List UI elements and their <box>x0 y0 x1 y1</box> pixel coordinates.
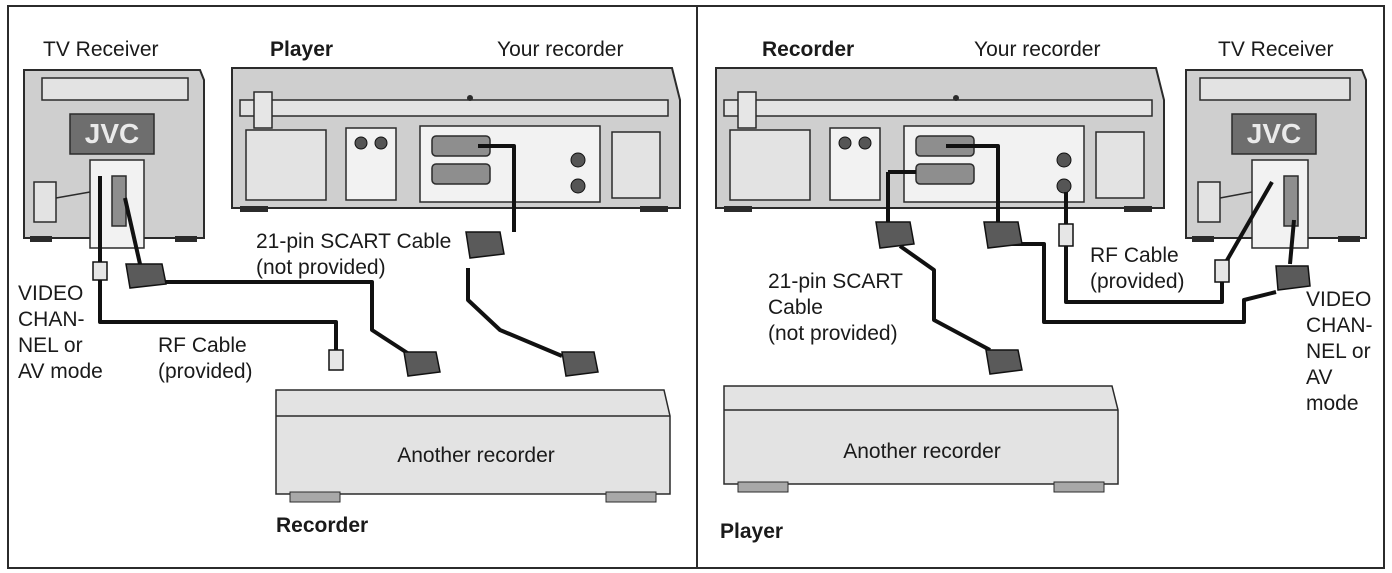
right-video-label-line4: AV <box>1306 366 1332 389</box>
right-another-recorder-label: Another recorder <box>843 440 1001 463</box>
left-scart-label-line1: 21-pin SCART Cable <box>256 230 451 253</box>
right-video-label-line1: VIDEO <box>1306 288 1371 311</box>
right-panel: JVC <box>715 38 1373 543</box>
left-panel: JVC <box>18 38 681 537</box>
left-rf-label-line2: (provided) <box>158 360 253 383</box>
left-rf-label-line1: RF Cable <box>158 334 247 357</box>
right-cables <box>875 144 1311 375</box>
right-another-recorder <box>723 385 1119 493</box>
left-scart-label-line2: (not provided) <box>256 256 386 279</box>
right-scart-label-line1: 21-pin SCART <box>768 270 903 293</box>
left-cables <box>92 144 599 377</box>
left-your-recorder <box>231 67 681 212</box>
right-player-label: Player <box>720 520 783 543</box>
right-recorder-label: Recorder <box>762 38 854 61</box>
left-another-recorder-label: Another recorder <box>397 444 555 467</box>
right-rf-label-line2: (provided) <box>1090 270 1185 293</box>
left-your-recorder-label: Your recorder <box>497 38 623 61</box>
left-video-label-line4: AV mode <box>18 360 103 383</box>
left-recorder-label: Recorder <box>276 514 368 537</box>
right-tv-receiver-label: TV Receiver <box>1218 38 1334 61</box>
right-your-recorder-label: Your recorder <box>974 38 1100 61</box>
left-video-label-line1: VIDEO <box>18 282 83 305</box>
right-rf-label-line1: RF Cable <box>1090 244 1179 267</box>
left-tv-brand: JVC <box>85 118 139 149</box>
right-video-label-line2: CHAN- <box>1306 314 1373 337</box>
left-another-recorder <box>275 389 671 503</box>
left-tv-receiver: JVC <box>23 69 205 249</box>
left-tv-receiver-label: TV Receiver <box>43 38 159 61</box>
left-video-label-line2: CHAN- <box>18 308 85 331</box>
right-tv-receiver: JVC <box>1185 69 1367 249</box>
right-video-label-line3: NEL or <box>1306 340 1371 363</box>
left-player-label: Player <box>270 38 333 61</box>
right-video-label-line5: mode <box>1306 392 1359 415</box>
right-scart-label-line2: Cable <box>768 296 823 319</box>
right-tv-brand: JVC <box>1247 118 1301 149</box>
left-video-label-line3: NEL or <box>18 334 83 357</box>
right-scart-label-line3: (not provided) <box>768 322 898 345</box>
right-your-recorder <box>715 67 1165 212</box>
